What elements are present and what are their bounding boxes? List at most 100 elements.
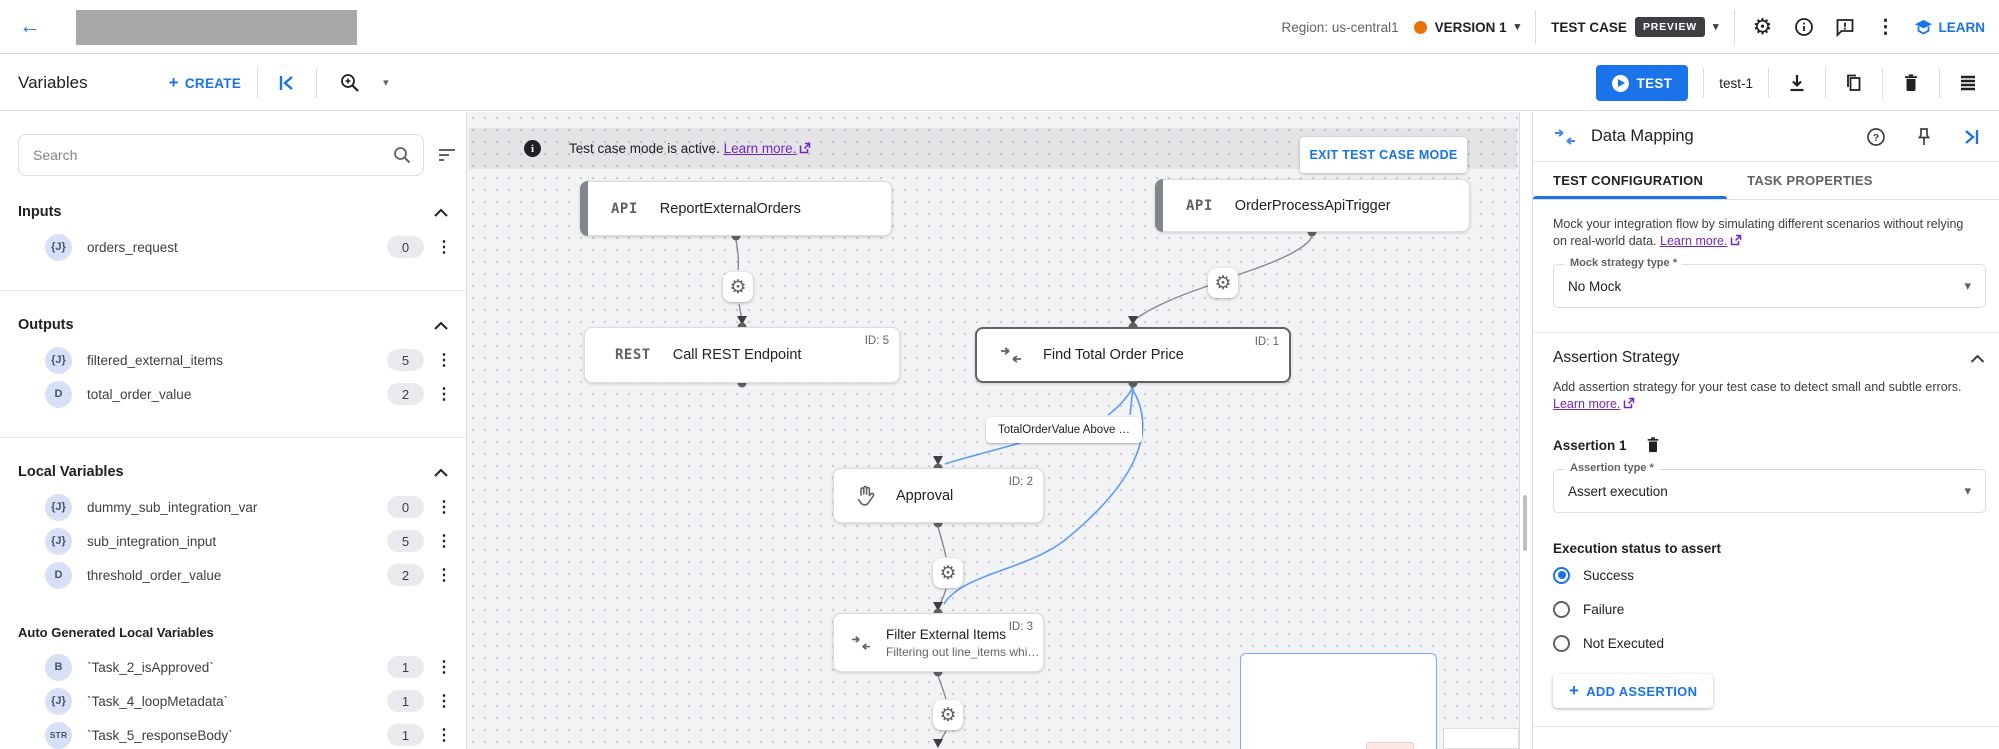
- edge-gear-icon[interactable]: ⚙: [1208, 268, 1238, 298]
- row-menu-icon[interactable]: ⋮: [436, 693, 452, 710]
- node-report-external-orders[interactable]: API ReportExternalOrders: [580, 181, 892, 236]
- search-input[interactable]: [18, 134, 424, 176]
- radio-button-icon[interactable]: [1553, 600, 1570, 618]
- panel-scrollbar[interactable]: [1523, 495, 1527, 551]
- chevron-down-icon: ▾: [1964, 278, 1971, 293]
- banner-learn-more-link[interactable]: Learn more.: [723, 141, 797, 156]
- node-approval[interactable]: Approval ID: 2: [833, 468, 1044, 523]
- mock-strategy-select[interactable]: Mock strategy type * No Mock ▾: [1553, 257, 1986, 308]
- data-mapping-panel: Data Mapping ? TEST CONFIGURATION TASK P…: [1523, 112, 1999, 749]
- divider: [1825, 68, 1826, 98]
- row-menu-icon[interactable]: ⋮: [436, 352, 452, 369]
- log-list-icon[interactable]: [1955, 70, 1981, 96]
- variable-row[interactable]: D total_order_value 2 ⋮: [0, 377, 466, 411]
- exit-test-case-mode-button[interactable]: EXIT TEST CASE MODE: [1300, 137, 1467, 173]
- node-find-total-order-price[interactable]: Find Total Order Price ID: 1: [975, 327, 1291, 383]
- test-case-name[interactable]: test-1: [1719, 75, 1753, 91]
- radio-not-executed[interactable]: Not Executed: [1553, 628, 1985, 658]
- learn-button[interactable]: LEARN: [1914, 19, 1985, 36]
- variable-row[interactable]: {J} `Task_4_loopMetadata` 1 ⋮: [0, 684, 466, 718]
- create-variable-button[interactable]: + CREATE: [169, 73, 242, 93]
- download-icon[interactable]: [1784, 70, 1810, 96]
- section-header-local-variables[interactable]: Local Variables: [0, 454, 466, 490]
- collapse-sidebar-icon[interactable]: [274, 70, 300, 96]
- edge-gear-icon[interactable]: ⚙: [723, 272, 753, 302]
- delete-assertion-icon[interactable]: [1643, 435, 1663, 455]
- section-header-inputs[interactable]: Inputs: [0, 194, 466, 230]
- node-filter-external-items[interactable]: Filter External Items Filtering out line…: [833, 613, 1044, 672]
- tab-task-properties[interactable]: TASK PROPERTIES: [1747, 173, 1873, 188]
- collapse-panel-icon[interactable]: [1959, 124, 1985, 150]
- variables-toolbar: Variables + CREATE ▾ TEST test-1: [0, 55, 1999, 111]
- edge-condition-label[interactable]: TotalOrderValue Above …: [986, 417, 1142, 443]
- add-assertion-button[interactable]: + ADD ASSERTION: [1553, 674, 1714, 708]
- section-header-outputs[interactable]: Outputs: [0, 307, 466, 343]
- usage-count-badge[interactable]: 1: [387, 724, 424, 746]
- usage-count-badge[interactable]: 2: [387, 564, 424, 586]
- variable-row[interactable]: {J} orders_request 0 ⋮: [0, 230, 466, 264]
- data-mapping-icon: [850, 635, 872, 651]
- usage-count-badge[interactable]: 0: [387, 236, 424, 258]
- usage-count-badge[interactable]: 5: [387, 530, 424, 552]
- panel-tabs: TEST CONFIGURATION TASK PROPERTIES: [1533, 162, 1999, 200]
- radio-failure[interactable]: Failure: [1553, 594, 1985, 624]
- test-case-selector[interactable]: TEST CASE PREVIEW ▾: [1551, 17, 1719, 37]
- assertion-type-select[interactable]: Assertion type * Assert execution ▾: [1553, 462, 1986, 513]
- mock-learn-more-link[interactable]: Learn more.: [1660, 234, 1728, 248]
- row-menu-icon[interactable]: ⋮: [436, 533, 452, 550]
- row-menu-icon[interactable]: ⋮: [436, 386, 452, 403]
- row-menu-icon[interactable]: ⋮: [436, 659, 452, 676]
- more-options-icon[interactable]: ⋮: [1876, 16, 1895, 38]
- usage-count-badge[interactable]: 0: [387, 496, 424, 518]
- edge-gear-icon[interactable]: ⚙: [933, 558, 963, 588]
- variable-row[interactable]: B `Task_2_isApproved` 1 ⋮: [0, 650, 466, 684]
- usage-count-badge[interactable]: 2: [387, 383, 424, 405]
- variable-row[interactable]: {J} filtered_external_items 5 ⋮: [0, 343, 466, 377]
- usage-count-badge[interactable]: 1: [387, 656, 424, 678]
- node-call-rest-endpoint[interactable]: REST Call REST Endpoint ID: 5: [584, 327, 900, 383]
- chevron-up-icon[interactable]: [434, 208, 448, 217]
- divider: [1535, 10, 1537, 44]
- variable-row[interactable]: STR `Task_5_responseBody` 1 ⋮: [0, 718, 466, 749]
- info-icon[interactable]: [1791, 14, 1817, 40]
- back-arrow-icon[interactable]: ←: [19, 13, 41, 38]
- plus-icon: +: [168, 73, 179, 92]
- usage-count-badge[interactable]: 5: [387, 349, 424, 371]
- variable-row[interactable]: {J} dummy_sub_integration_var 0 ⋮: [0, 490, 466, 524]
- help-icon[interactable]: ?: [1863, 124, 1889, 150]
- variable-row[interactable]: D threshold_order_value 2 ⋮: [0, 558, 466, 592]
- row-menu-icon[interactable]: ⋮: [436, 727, 452, 744]
- integration-canvas[interactable]: i Test case mode is active. Learn more. …: [467, 112, 1520, 749]
- edge-gear-icon[interactable]: ⚙: [933, 700, 963, 730]
- row-menu-icon[interactable]: ⋮: [436, 567, 452, 584]
- zoom-dropdown-caret-icon[interactable]: ▾: [383, 76, 389, 89]
- radio-button-icon[interactable]: [1553, 634, 1570, 652]
- settings-gear-icon[interactable]: ⚙: [1752, 14, 1773, 39]
- node-partial-loop[interactable]: [1240, 653, 1437, 749]
- copy-icon[interactable]: [1841, 70, 1867, 96]
- version-selector[interactable]: VERSION 1 ▾: [1413, 20, 1520, 35]
- tab-test-configuration[interactable]: TEST CONFIGURATION: [1533, 162, 1728, 199]
- radio-button-icon[interactable]: [1553, 566, 1570, 584]
- sort-icon[interactable]: [437, 147, 457, 163]
- variable-name: sub_integration_input: [87, 533, 217, 549]
- chevron-up-icon[interactable]: [434, 321, 448, 330]
- pin-icon[interactable]: [1911, 124, 1937, 150]
- node-order-process-api-trigger[interactable]: API OrderProcessApiTrigger: [1155, 179, 1470, 232]
- chevron-up-icon[interactable]: [434, 468, 448, 477]
- delete-trash-icon[interactable]: [1898, 70, 1924, 96]
- section-title: Inputs: [18, 204, 62, 220]
- variable-row[interactable]: {J} sub_integration_input 5 ⋮: [0, 524, 466, 558]
- assertion-learn-more-link[interactable]: Learn more.: [1553, 397, 1621, 411]
- usage-count-badge[interactable]: 1: [387, 690, 424, 712]
- double-type-icon: D: [45, 380, 72, 408]
- test-button[interactable]: TEST: [1595, 65, 1689, 101]
- chevron-up-icon[interactable]: [1970, 354, 1985, 363]
- zoom-tool-icon[interactable]: [333, 70, 367, 96]
- mock-strategy-label: Mock strategy type *: [1565, 257, 1682, 269]
- row-menu-icon[interactable]: ⋮: [436, 499, 452, 516]
- radio-success[interactable]: Success: [1553, 560, 1985, 590]
- json-type-icon: {J}: [45, 687, 72, 715]
- feedback-icon[interactable]: [1832, 14, 1858, 40]
- row-menu-icon[interactable]: ⋮: [436, 239, 452, 256]
